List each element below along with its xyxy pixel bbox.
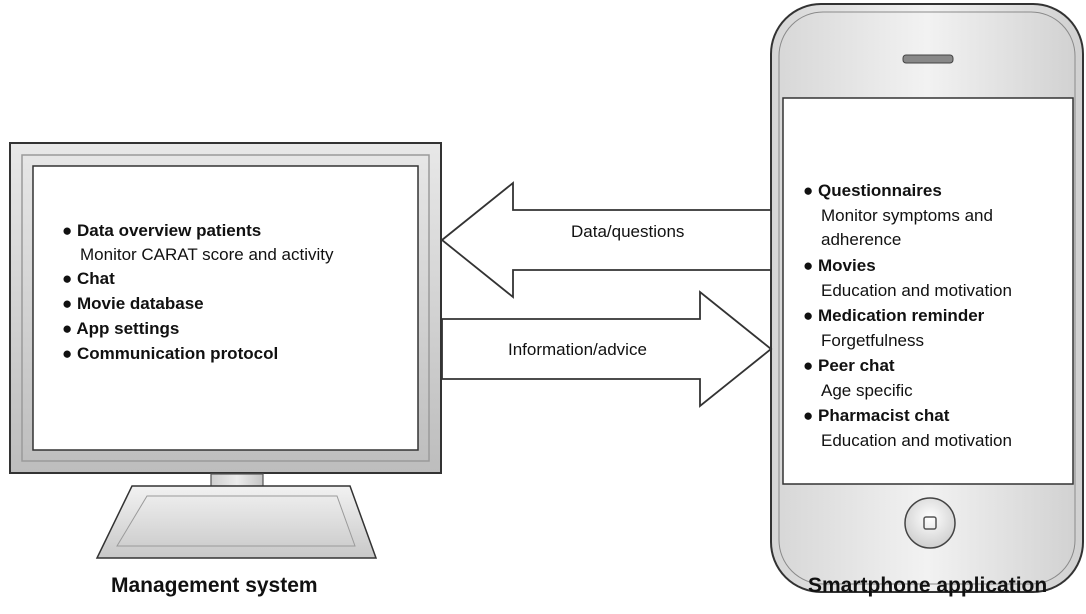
phone-item-5-detail-1: Education and motivation [821,431,1012,450]
phone-item-4: ● Peer chat [803,356,895,376]
phone-item-5: ● Pharmacist chat [803,406,949,426]
phone-item-3-title: Medication reminder [818,306,985,325]
phone-item-1-detail-1: Monitor symptoms and [821,206,993,225]
bullet: ● [62,221,73,240]
arrow-data-to-monitor [440,181,772,299]
caption-management-system: Management system [111,574,318,597]
phone-item-5-title: Pharmacist chat [818,406,950,425]
monitor-item-3: ● Movie database [62,294,204,314]
phone-item-1-title: Questionnaires [818,181,942,200]
bullet: ● [803,356,814,375]
phone-item-2: ● Movies [803,256,876,276]
monitor-stand-base-inner [116,495,356,547]
bullet: ● [62,269,73,288]
phone-screen [782,97,1074,485]
phone-item-1-detail-2: adherence [821,230,902,249]
phone-body-inner [778,11,1076,585]
phone-item-3-detail-1: Forgetfulness [821,331,924,350]
monitor-item-1-title: Data overview patients [77,221,262,240]
phone-home-button-icon [923,516,937,530]
arrow-label-data-questions: Data/questions [571,222,685,241]
monitor-item-2-title: Chat [77,269,115,288]
monitor-item-3-title: Movie database [77,294,204,313]
monitor-item-4: ● App settings [62,319,179,339]
bullet: ● [62,344,73,363]
monitor-screen [32,165,419,451]
bullet: ● [803,306,814,325]
bullet: ● [803,181,814,200]
phone-item-2-detail-1: Education and motivation [821,281,1012,300]
phone-item-2-title: Movies [818,256,876,275]
monitor-item-1: ● Data overview patients [62,221,261,241]
monitor-item-5: ● Communication protocol [62,344,278,364]
monitor-item-2: ● Chat [62,269,115,289]
monitor-item-1-detail: Monitor CARAT score and activity [80,245,334,264]
caption-smartphone-application: Smartphone application [808,574,1048,597]
phone-item-3: ● Medication reminder [803,306,984,326]
monitor-item-4-title: App settings [76,319,180,338]
bullet: ● [803,256,814,275]
arrow-info-to-phone [441,290,773,408]
monitor-stand-base [95,485,378,559]
monitor-item-5-title: Communication protocol [77,344,279,363]
bullet: ● [62,294,73,313]
bullet: ● [62,319,73,338]
arrow-label-information-advice: Information/advice [508,340,647,359]
phone-speaker [902,54,954,64]
phone-item-1: ● Questionnaires [803,181,942,201]
monitor-bezel-inner [21,154,430,462]
monitor [9,142,442,559]
phone-item-4-title: Peer chat [818,356,895,375]
bullet: ● [803,406,814,425]
smartphone [770,3,1084,593]
phone-item-4-detail-1: Age specific [821,381,913,400]
phone-home-button [904,497,956,549]
